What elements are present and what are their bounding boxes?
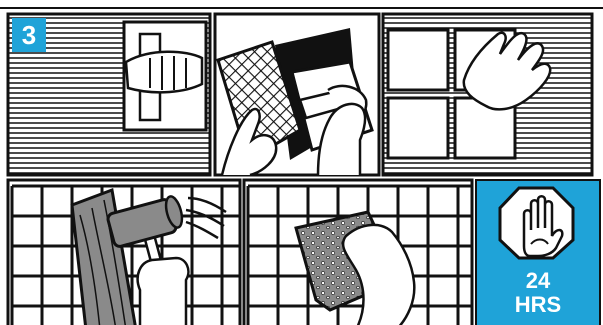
- mallet-hand-icon: [138, 258, 189, 325]
- panel-mallet-tap: [8, 180, 244, 325]
- panel-press-tile: [383, 14, 592, 175]
- wait-hours-number: 24: [526, 268, 551, 293]
- wait-hours-unit: HRS: [515, 292, 561, 317]
- panel-spread-adhesive: 3: [8, 14, 210, 175]
- panel-mesh-trowel: [215, 14, 379, 175]
- stop-hand-icon: [500, 188, 573, 258]
- panel-sponge-wipe: [244, 180, 476, 325]
- panel-wait-24-hrs: 24 HRS: [476, 180, 600, 325]
- step-number: 3: [22, 20, 36, 50]
